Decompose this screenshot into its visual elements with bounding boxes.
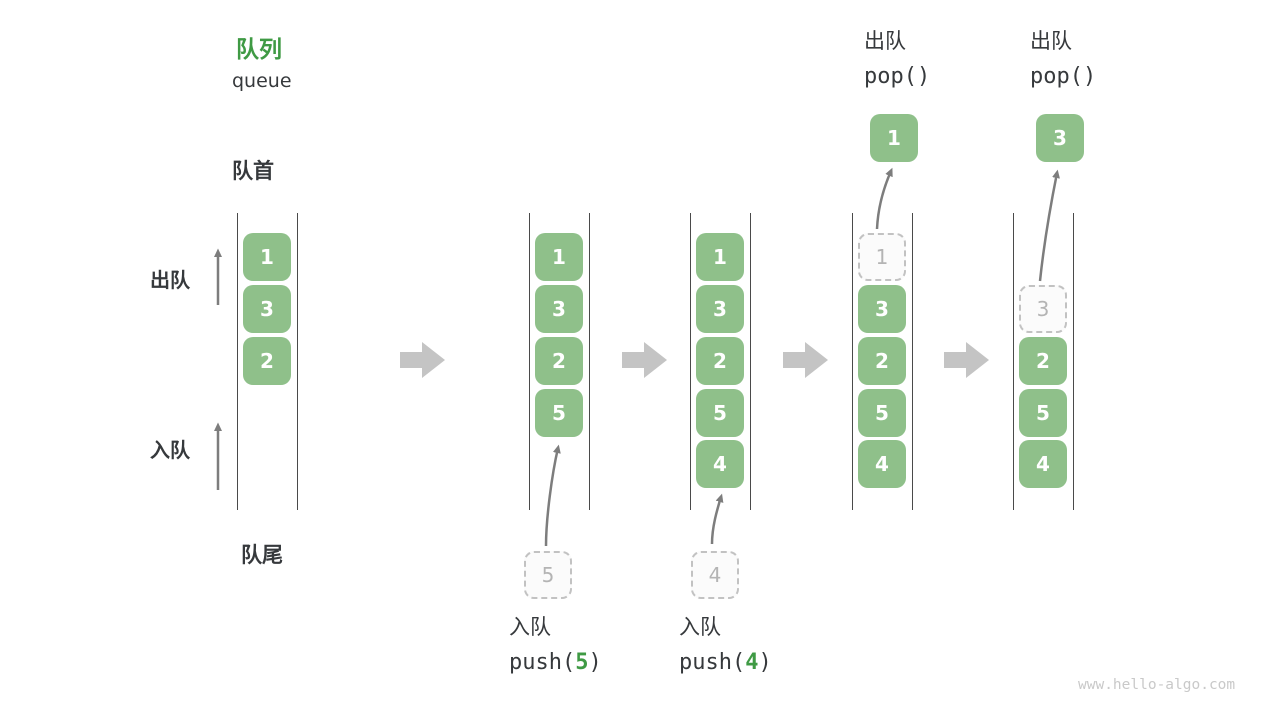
diagram-title-zh: 队列 [236,37,282,63]
queue-state-1: 1 3 2 [237,213,298,510]
queue-front-label: 队首 [232,159,274,183]
removed-item-ghost: 1 [858,233,906,281]
staged-item-ghost: 5 [524,551,572,599]
queue-item: 3 [858,285,906,333]
queue-item: 5 [858,389,906,437]
dequeue-direction-label: 出队 [150,268,190,292]
transition-arrow-icon [783,342,828,378]
push5-label-zh: 入队 [509,615,551,639]
queue-item: 4 [1019,440,1067,488]
queue-item: 3 [535,285,583,333]
queue-state-3: 1 3 2 5 4 [690,213,751,510]
queue-item: 4 [696,440,744,488]
queue-state-4: 1 3 2 5 4 [852,213,913,510]
pop1-label-zh: 出队 [864,29,906,53]
queue-state-2: 1 3 2 5 [529,213,590,510]
push5-arg: 5 [575,650,589,675]
queue-item: 2 [243,337,291,385]
queue-item: 5 [535,389,583,437]
queue-item: 5 [696,389,744,437]
queue-item: 2 [858,337,906,385]
queue-item: 4 [858,440,906,488]
pop2-operation-label: 出队 pop() [1030,29,1096,89]
push5-operation-label: 入队 push(5) [509,615,602,675]
queue-item: 2 [696,337,744,385]
transition-arrow-icon [400,342,445,378]
queue-item: 1 [535,233,583,281]
queue-item: 3 [696,285,744,333]
push4-arg: 4 [745,650,759,675]
queue-item: 3 [243,285,291,333]
push4-label-zh: 入队 [679,615,721,639]
watermark: www.hello-algo.com [1078,677,1236,693]
removed-item-ghost: 3 [1019,285,1067,333]
queue-item: 1 [696,233,744,281]
queue-item: 5 [1019,389,1067,437]
queue-item: 2 [1019,337,1067,385]
staged-item-ghost: 4 [691,551,739,599]
pop2-code: pop() [1030,64,1097,89]
queue-rear-label: 队尾 [241,543,283,567]
transition-arrow-icon [622,342,667,378]
queue-state-5: 3 2 5 4 [1013,213,1074,510]
push4-operation-label: 入队 push(4) [679,615,772,675]
queue-item: 2 [535,337,583,385]
queue-item: 1 [243,233,291,281]
push5-code: push(5) [509,650,602,675]
pop1-operation-label: 出队 pop() [864,29,930,89]
pop2-label-zh: 出队 [1030,29,1072,53]
popped-item: 1 [870,114,918,162]
transition-arrow-icon [944,342,989,378]
diagram-title-en: queue [232,70,292,92]
enqueue-direction-label: 入队 [150,438,190,462]
pop1-code: pop() [864,64,931,89]
push4-code: push(4) [679,650,772,675]
popped-item: 3 [1036,114,1084,162]
